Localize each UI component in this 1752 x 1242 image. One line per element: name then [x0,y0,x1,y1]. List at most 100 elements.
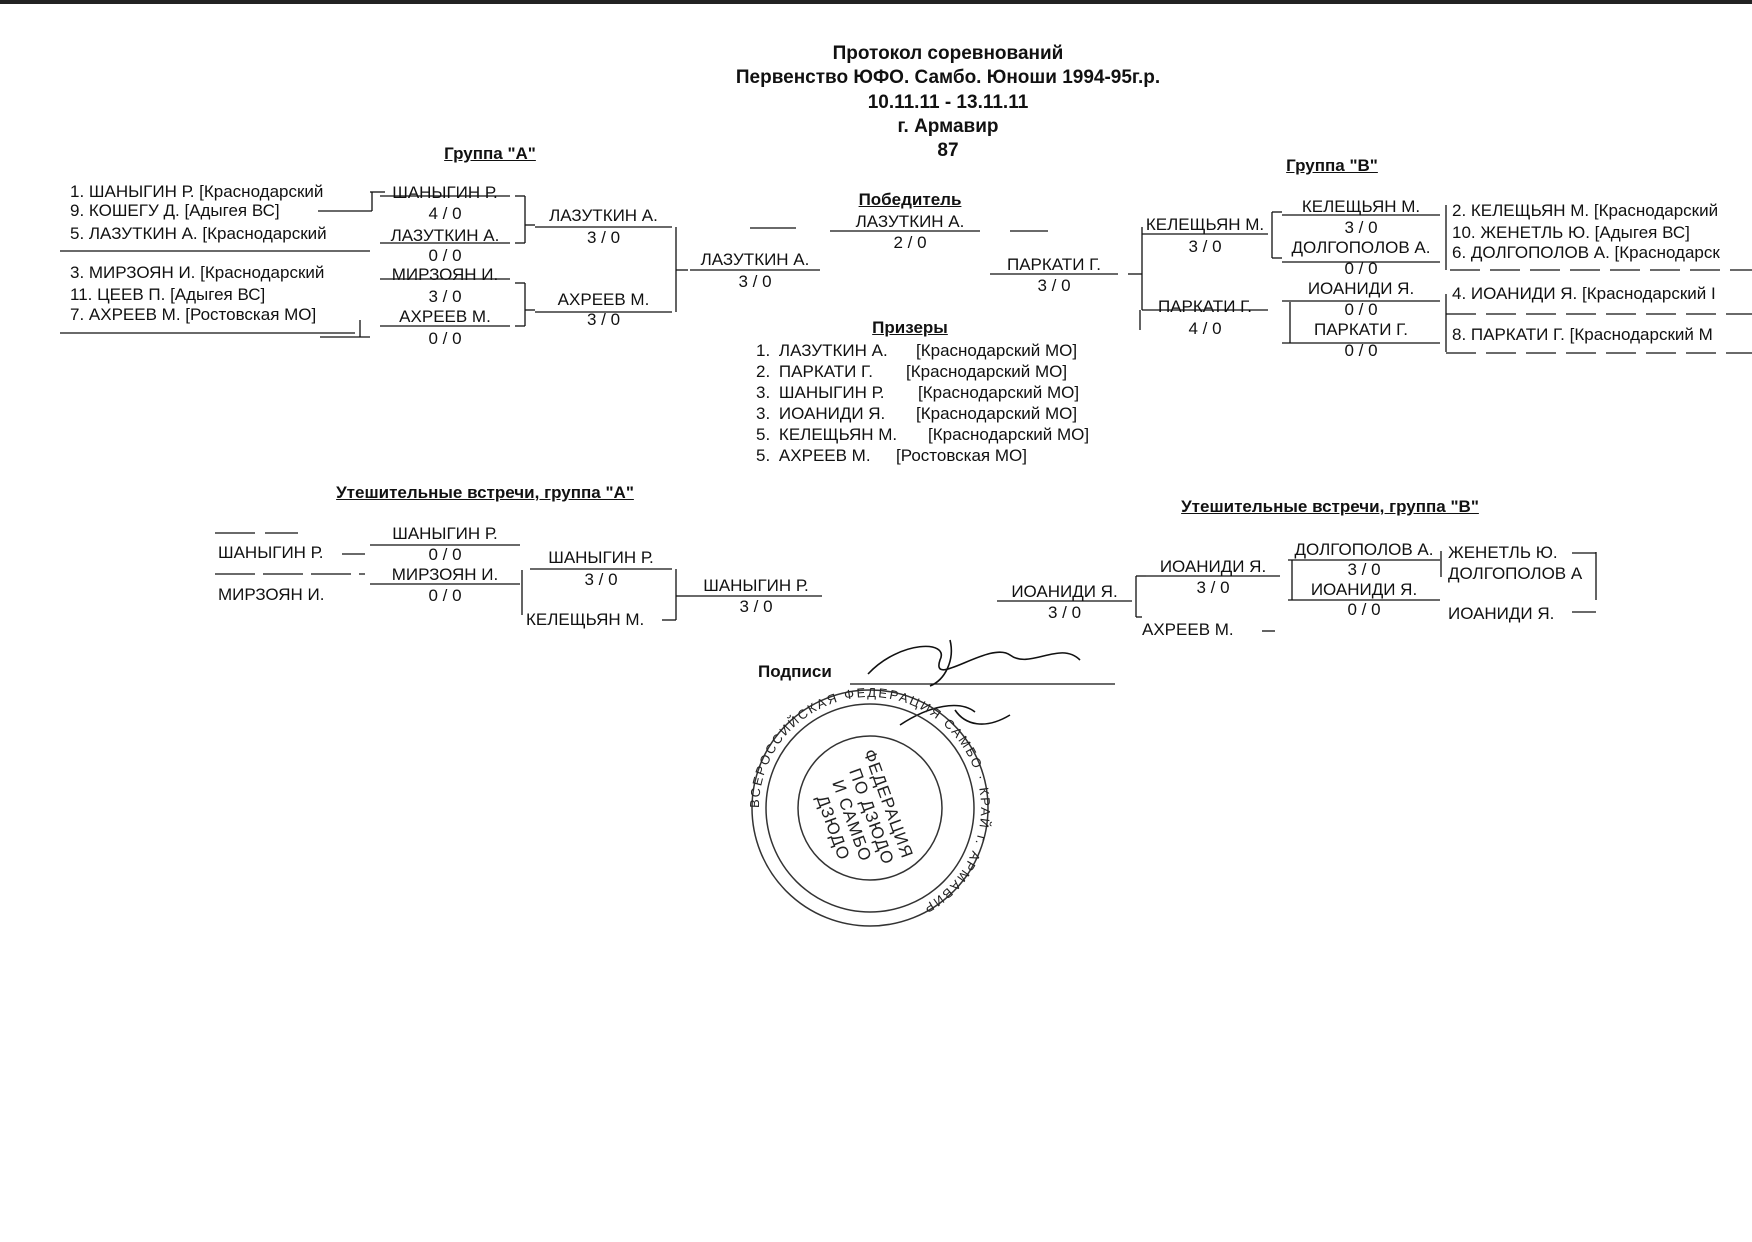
repechage-b-r1-score-1: 3 / 0 [1347,560,1381,579]
group-a-final-score: 3 / 0 [738,272,772,291]
group-a-r1-score-4: 0 / 0 [428,329,462,348]
event-title: Первенство ЮФО. Самбо. Юноши 1994-95г.р. [735,67,1161,88]
event-dates: 10.11.11 - 13.11.11 [867,92,1029,113]
prizer-row: 2. ПАРКАТИ Г. [Краснодарский МО] [756,362,1116,383]
group-a-entry-4: 3. МИРЗОЯН И. [Краснодарский [70,263,325,282]
repechage-a-title: Утешительные встречи, группа "А" [336,483,634,502]
winner-title: Победитель [858,190,962,209]
group-a-r1-score-3: 3 / 0 [428,287,462,306]
group-b-entry-1: 2. КЕЛЕЩЬЯН М. [Краснодарский [1452,201,1719,220]
stamp-circle [751,689,989,927]
prizer-place: 5. [756,446,771,465]
prizer-name: ПАРКАТИ Г. [778,362,873,381]
repechage-b-r2-name: ИОАНИДИ Я. [1159,557,1267,576]
group-b-entry-3: 6. ДОЛГОПОЛОВ А. [Краснодарск [1452,243,1720,262]
prizer-row: 5. КЕЛЕЩЬЯН М. [Краснодарский МО] [756,425,1116,446]
protocol-title: Протокол соревнований [832,43,1064,64]
repechage-a-r1-name-2: МИРЗОЯН И. [391,565,499,584]
group-b-r2-name-1: КЕЛЕЩЬЯН М. [1145,215,1265,234]
prizer-team: [Краснодарский МО] [916,341,1078,360]
repechage-b-r1-name-1: ДОЛГОПОЛОВ А. [1294,540,1434,559]
group-a-r1-score-2: 0 / 0 [428,246,462,265]
repechage-b-final-score: 3 / 0 [1047,603,1082,622]
group-a-r1-name-4: АХРЕЕВ М. [399,307,491,326]
prizer-row: 3. ИОАНИДИ Я. [Краснодарский МО] [756,404,1116,425]
group-a-r2-name-1: ЛАЗУТКИН А. [549,206,658,225]
group-a-r2-score-2: 3 / 0 [586,310,621,329]
prizer-team: [Краснодарский МО] [918,383,1080,402]
signature-label: Подписи [758,662,832,681]
repechage-b-final-name: ИОАНИДИ Я. [1011,582,1118,601]
repechage-a-final-name: ШАНЫГИН Р. [703,576,809,595]
repechage-a-r1-name-1: ШАНЫГИН Р. [392,524,498,543]
prizer-place: 3. [756,404,771,423]
repechage-a-entry-1: ШАНЫГИН Р. [218,543,324,562]
group-a-r1-name-3: МИРЗОЯН И. [391,265,499,284]
prizer-name: КЕЛЕЩЬЯН М. [778,425,898,444]
group-b-r1-name-2: ДОЛГОПОЛОВ А. [1291,238,1431,257]
group-a-r1-name-1: ШАНЫГИН Р. [392,183,498,202]
prizer-name: ИОАНИДИ Я. [778,404,886,423]
prizer-place: 1. [756,341,771,360]
winner-score: 2 / 0 [893,233,927,252]
repechage-a-r1-score-1: 0 / 0 [428,545,462,564]
prizer-place: 2. [756,362,771,381]
prizer-row: 1. ЛАЗУТКИН А. [Краснодарский МО] [756,341,1116,362]
repechage-b-r1-name-2: ИОАНИДИ Я. [1310,580,1418,599]
prizer-team: [Краснодарский МО] [906,362,1068,381]
group-b-r1-score-1: 3 / 0 [1344,218,1378,237]
prizer-row: 3. ШАНЫГИН Р. [Краснодарский МО] [756,383,1116,404]
group-a-entry-5: 11. ЦЕЕВ П. [Адыгея ВС] [70,285,266,304]
group-a-r2-score-1: 3 / 0 [586,228,621,247]
group-b-r1-name-1: КЕЛЕЩЬЯН М. [1301,197,1421,216]
group-b-entry-2: 10. ЖЕНЕТЛЬ Ю. [Адыгея ВС] [1452,223,1690,242]
prizers-title: Призеры [872,318,948,337]
group-b-r1-score-3: 0 / 0 [1344,300,1378,319]
group-b-final-name: ПАРКАТИ Г. [1007,255,1101,274]
group-a-final-name: ЛАЗУТКИН А. [700,250,810,269]
group-a-entry-2: 9. КОШЕГУ Д. [Адыгея ВС] [70,201,280,220]
scan-top-edge [0,0,1752,4]
repechage-a-r2-score: 3 / 0 [584,570,618,589]
repechage-a-r2-name: ШАНЫГИН Р. [548,548,654,567]
repechage-a-entry-2: МИРЗОЯН И. [218,585,325,604]
repechage-b-r2-score: 3 / 0 [1196,578,1230,597]
prizer-place: 5. [756,425,771,444]
prizer-name: АХРЕЕВ М. [778,446,871,465]
group-a-r1-score-1: 4 / 0 [428,204,462,223]
prizer-team: [Краснодарский МО] [916,404,1078,423]
repechage-a-r1-score-2: 0 / 0 [428,586,462,605]
prizer-name: ЛАЗУТКИН А. [778,341,888,360]
group-b-r1-score-2: 0 / 0 [1344,259,1378,278]
group-b-title: Группа "В" [1286,156,1378,175]
prizer-name: ШАНЫГИН Р. [778,383,885,402]
prizers-list: 1. ЛАЗУТКИН А. [Краснодарский МО] 2. ПАР… [756,341,1116,467]
group-b-r2-score-2: 4 / 0 [1188,319,1222,338]
weight-category: 87 [937,140,959,161]
group-b-r1-name-4: ПАРКАТИ Г. [1314,320,1408,339]
winner-name: ЛАЗУТКИН А. [855,212,965,231]
group-b-final-score: 3 / 0 [1037,276,1071,295]
prizer-row: 5. АХРЕЕВ М. [Ростовская МО] [756,446,1116,467]
prizer-place: 3. [756,383,771,402]
prizer-team: [Ростовская МО] [896,446,1027,465]
repechage-b-r1-score-2: 0 / 0 [1347,600,1381,619]
prizer-team: [Краснодарский МО] [928,425,1090,444]
repechage-b-entry-1: ЖЕНЕТЛЬ Ю. [1448,543,1558,562]
group-b-r2-name-2: ПАРКАТИ Г. [1158,297,1252,316]
group-b-r1-name-3: ИОАНИДИ Я. [1307,279,1415,298]
group-a-r2-name-2: АХРЕЕВ М. [557,290,650,309]
group-b-entry-5: 8. ПАРКАТИ Г. [Краснодарский М [1452,325,1713,344]
group-b-r2-score-1: 3 / 0 [1188,237,1222,256]
repechage-a-final-score: 3 / 0 [739,597,773,616]
repechage-b-entry-3: ИОАНИДИ Я. [1448,604,1555,623]
group-a-entry-1: 1. ШАНЫГИН Р. [Краснодарский [70,182,324,201]
group-a-entry-3: 5. ЛАЗУТКИН А. [Краснодарский [70,224,327,243]
repechage-b-opponent: АХРЕЕВ М. [1142,620,1234,639]
group-a-r1-name-2: ЛАЗУТКИН А. [390,226,500,245]
repechage-a-opponent: КЕЛЕЩЬЯН М. [526,610,645,629]
group-a-entry-6: 7. АХРЕЕВ М. [Ростовская МО] [70,305,317,324]
repechage-b-entry-2: ДОЛГОПОЛОВ А [1448,564,1583,583]
event-city: г. Армавир [897,116,999,137]
